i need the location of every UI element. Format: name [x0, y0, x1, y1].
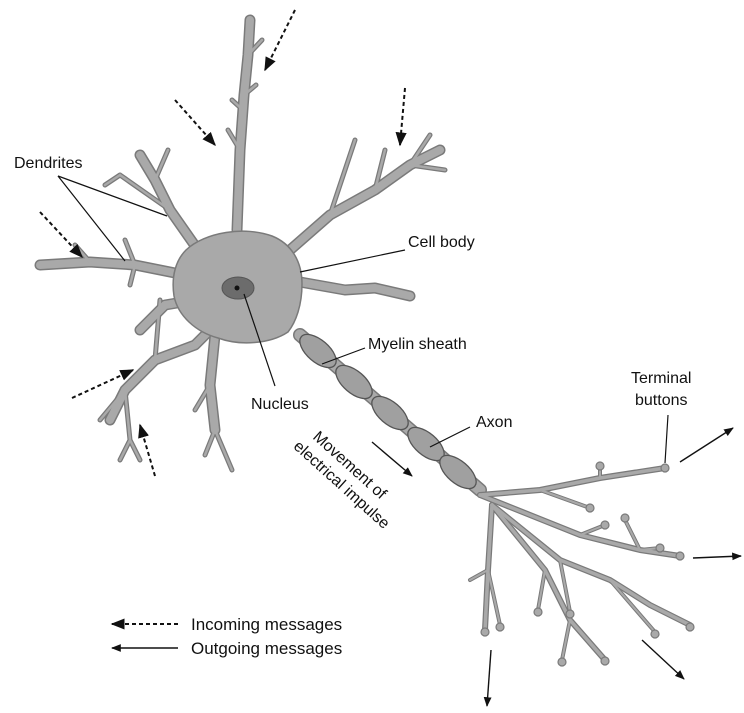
label-cell-body: Cell body: [408, 234, 475, 251]
label-axon: Axon: [476, 414, 512, 431]
nucleolus: [235, 286, 240, 291]
labels: Dendrites Cell body Myelin sheath Nucleu…: [14, 155, 691, 533]
legend-incoming-label: Incoming messages: [191, 615, 342, 634]
outgoing-arrow: [680, 428, 733, 462]
label-terminal: Terminal: [631, 370, 691, 387]
legend: Incoming messages Outgoing messages: [112, 615, 342, 658]
legend-outgoing-label: Outgoing messages: [191, 639, 342, 658]
impulse-arrow: [372, 442, 412, 476]
outgoing-arrow: [642, 640, 684, 679]
outgoing-arrow: [487, 650, 491, 706]
incoming-arrow: [40, 212, 82, 257]
incoming-arrow: [175, 100, 215, 145]
label-buttons: buttons: [635, 392, 687, 409]
neuron: [40, 20, 694, 666]
outgoing-arrow: [693, 556, 741, 558]
label-nucleus: Nucleus: [251, 396, 309, 413]
incoming-arrow: [400, 88, 405, 145]
label-myelin-sheath: Myelin sheath: [368, 336, 467, 353]
incoming-arrow: [140, 425, 155, 476]
incoming-arrow: [265, 10, 295, 70]
label-dendrites: Dendrites: [14, 155, 82, 172]
outgoing-arrows: [372, 428, 741, 706]
